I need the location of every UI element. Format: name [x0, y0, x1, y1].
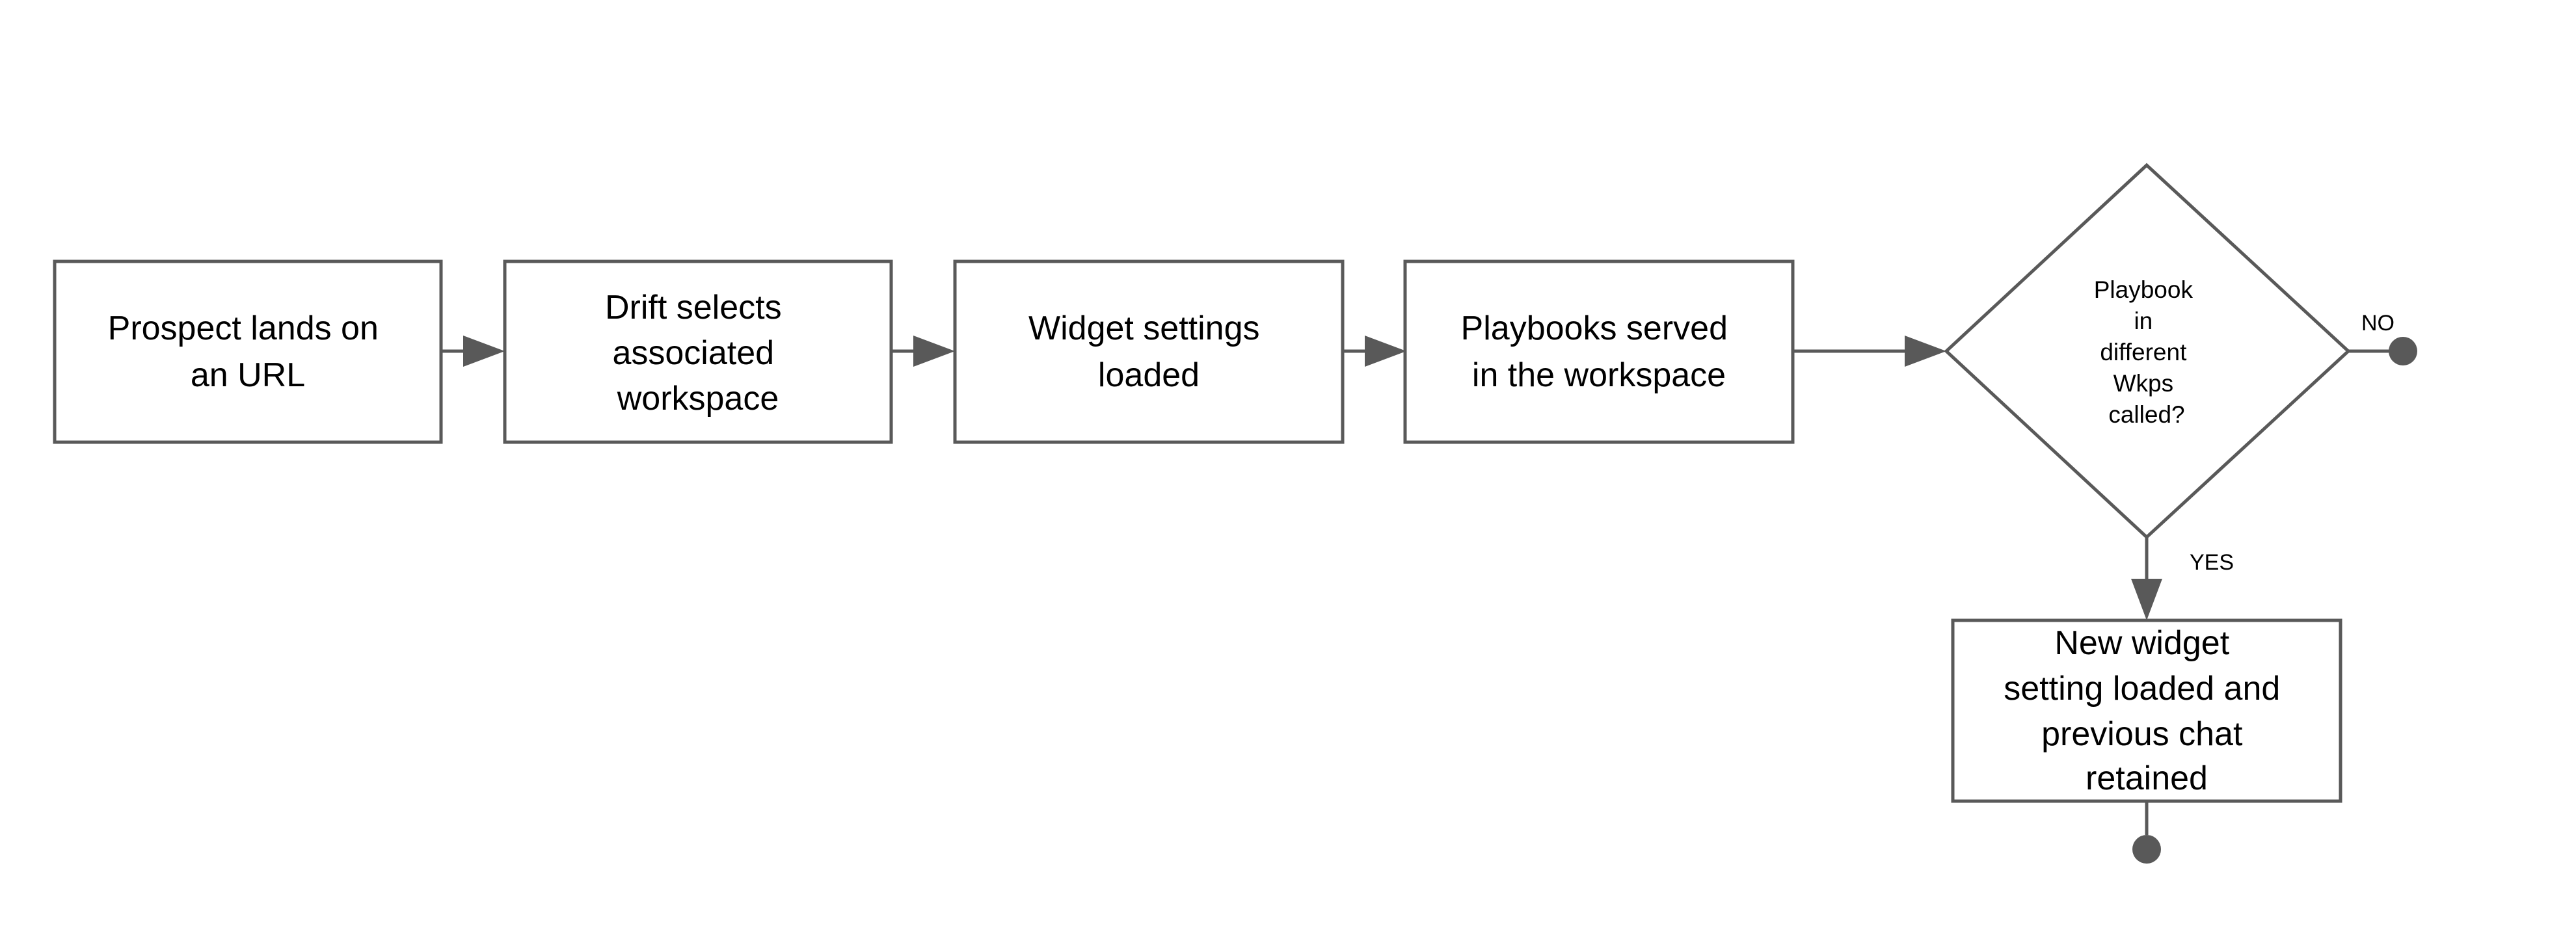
edge-labels: NO YES — [2190, 311, 2395, 575]
arrowhead-playbooks-to-decision — [1905, 336, 1946, 367]
node-decision-diamond — [1944, 163, 2351, 540]
edge-label-yes: YES — [2190, 550, 2234, 575]
arrowhead-prospect-to-drift — [463, 336, 505, 367]
label-widget-settings: Widget settings loaded — [1028, 310, 1269, 394]
label-drift-selects: Drift selects associated workspace — [605, 289, 791, 417]
node-prospect-lands — [53, 259, 443, 444]
label-decision: Playbook in different Wkps called? — [2094, 276, 2200, 428]
arrowhead-drift-to-widget — [913, 336, 955, 367]
edge-label-no: NO — [2361, 311, 2395, 336]
node-new-widget — [1951, 618, 2342, 803]
node-widget-settings — [953, 259, 1345, 444]
node-drift-selects — [503, 259, 893, 444]
connectors — [441, 336, 2417, 864]
endpoint-no — [2389, 337, 2417, 365]
label-new-widget: New widget setting loaded and previous c… — [2004, 624, 2289, 797]
label-playbooks-served: Playbooks served in the workspace — [1461, 310, 1737, 394]
label-prospect-lands: Prospect lands on an URL — [108, 310, 388, 394]
process-nodes — [53, 163, 2351, 803]
arrowhead-decision-to-new-widget — [2131, 579, 2162, 620]
endpoint-yes-end — [2132, 835, 2161, 864]
arrowhead-widget-to-playbooks — [1365, 336, 1406, 367]
node-playbooks-served — [1403, 259, 1795, 444]
node-labels: Prospect lands on an URL Drift selects a… — [108, 276, 2289, 797]
